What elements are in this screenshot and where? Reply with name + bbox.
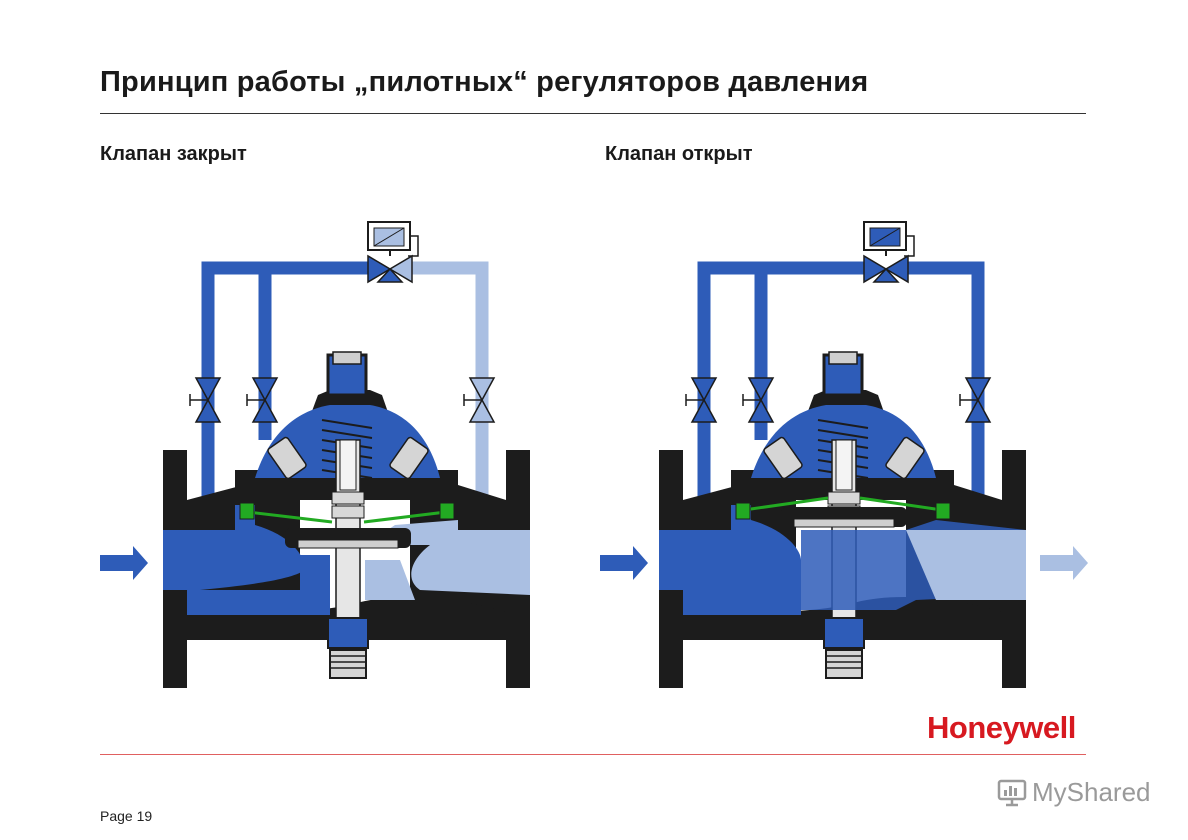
caption-valve-open: Клапан открыт xyxy=(605,143,753,165)
page-number: Page 19 xyxy=(100,808,153,824)
page-title: Принцип работы „пилотных“ регуляторов да… xyxy=(100,66,869,98)
open-valve-diagram xyxy=(600,221,1088,690)
myshared-watermark[interactable]: MyShared xyxy=(996,776,1151,808)
footer-divider xyxy=(100,754,1086,755)
closed-valve-diagram xyxy=(100,221,532,690)
presentation-icon xyxy=(997,779,1027,807)
title-divider xyxy=(100,113,1086,114)
caption-valve-closed: Клапан закрыт xyxy=(100,143,247,165)
honeywell-logo: Honeywell xyxy=(927,710,1076,745)
watermark-text: MyShared xyxy=(1032,776,1151,807)
